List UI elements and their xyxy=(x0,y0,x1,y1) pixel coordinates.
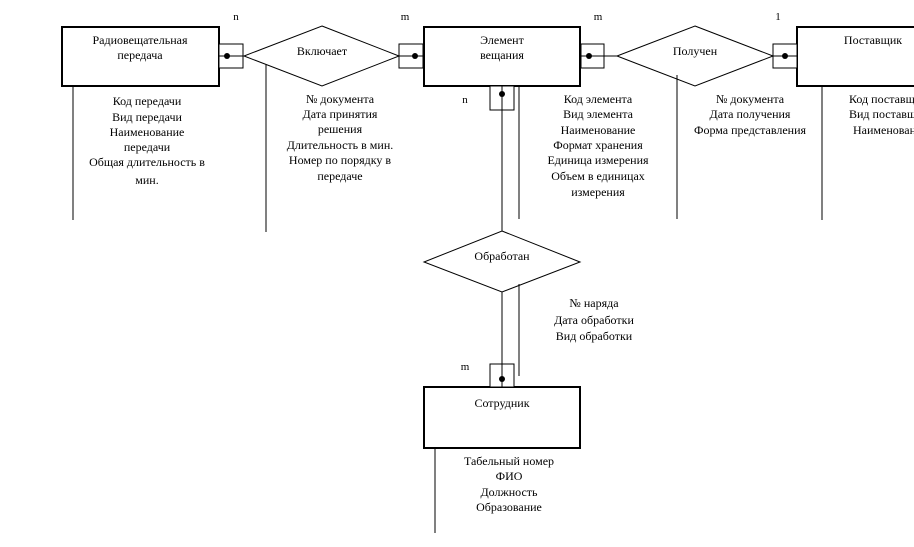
attribute-item: Длительность в мин. xyxy=(287,138,394,152)
attributes-element: Код элемента Вид элемента Наименование Ф… xyxy=(547,92,649,199)
cardinality-broadcast-includes: n xyxy=(233,11,239,23)
entity-supplier-title: Поставщик xyxy=(844,33,902,47)
attribute-item: Объем в единицах xyxy=(551,169,645,183)
attribute-item: Дата принятия xyxy=(303,107,378,121)
connector-dot xyxy=(499,91,505,97)
attribute-item: передачи xyxy=(124,140,171,154)
attributes-supplier: Код поставщика Вид поставщика Наименован… xyxy=(849,92,914,137)
connector-employee-processed xyxy=(489,292,515,388)
attribute-item: Форма представления xyxy=(694,123,807,137)
attribute-item: измерения xyxy=(571,185,625,199)
connector-supplier-received xyxy=(772,43,798,69)
entity-supplier: Поставщик xyxy=(796,26,914,87)
relationship-processed: Обработан xyxy=(422,230,582,293)
entity-broadcast-box xyxy=(61,26,220,87)
relationship-processed-label: Обработан xyxy=(474,249,530,263)
attribute-item: Вид поставщика xyxy=(849,107,914,121)
cardinality-element-includes: m xyxy=(401,11,410,23)
connector-dot xyxy=(586,53,592,59)
attributes-processed: № наряда Дата обработки Вид обработки xyxy=(554,296,634,343)
attribute-item: Наименование xyxy=(110,125,185,139)
entity-employee-title: Сотрудник xyxy=(474,396,529,410)
connector-element-processed xyxy=(489,85,515,231)
cardinality-element-received: m xyxy=(594,11,603,23)
attribute-item: Вид обработки xyxy=(556,329,633,343)
attribute-item: решения xyxy=(318,122,363,136)
connector-dot xyxy=(412,53,418,59)
attribute-item: Образование xyxy=(476,500,542,514)
entity-broadcast-title-line-1: Радиовещательная xyxy=(92,33,187,47)
connector-broadcast-includes xyxy=(218,43,244,69)
attributes-broadcast: Код передачи Вид передачи Наименование п… xyxy=(89,94,205,187)
attribute-item: № документа xyxy=(716,92,785,106)
attribute-item: Дата обработки xyxy=(554,313,634,327)
entity-element-title-line-2: вещания xyxy=(480,48,524,62)
attributes-includes: № документа Дата принятия решения Длител… xyxy=(287,92,394,183)
entity-element-box xyxy=(423,26,581,87)
connector-element-includes xyxy=(398,43,424,69)
attribute-item: Дата получения xyxy=(710,107,791,121)
cardinality-supplier-received: 1 xyxy=(775,11,781,23)
cardinality-labels: n m m 1 n m xyxy=(233,11,781,373)
connector-dot xyxy=(782,53,788,59)
attribute-item: Вид элемента xyxy=(563,107,634,121)
attribute-item: Формат хранения xyxy=(553,138,643,152)
attribute-item: № документа xyxy=(306,92,375,106)
relationship-includes-label: Включает xyxy=(297,44,348,58)
relationship-received-label: Получен xyxy=(673,44,718,58)
attributes-received: № документа Дата получения Форма предста… xyxy=(694,92,807,137)
cardinality-employee-processed: m xyxy=(461,361,470,373)
relationship-includes-diamond xyxy=(242,25,401,87)
entity-broadcast: Радиовещательная передача xyxy=(61,26,220,87)
entity-element-title-line-1: Элемент xyxy=(480,33,524,47)
entity-supplier-box xyxy=(796,26,914,87)
relationship-received-diamond xyxy=(615,25,775,87)
entity-element: Элемент вещания xyxy=(423,26,581,87)
attribute-item: Общая длительность в xyxy=(89,155,205,169)
attribute-item: Должность xyxy=(480,485,538,499)
attribute-leaders xyxy=(72,64,823,533)
cardinality-element-processed: n xyxy=(462,94,468,106)
attribute-item: Код поставщика xyxy=(849,92,914,106)
relationship-includes: Включает xyxy=(242,25,401,87)
attribute-item: Номер по порядку в xyxy=(289,153,391,167)
attributes-employee: Табельный номер ФИО Должность Образовани… xyxy=(464,454,554,514)
attribute-item: Вид передачи xyxy=(112,110,182,124)
attribute-item: передаче xyxy=(317,169,362,183)
relationship-received: Получен xyxy=(615,25,775,87)
attribute-item: Код передачи xyxy=(113,94,182,108)
connector-dot xyxy=(499,376,505,382)
attribute-item: Единица измерения xyxy=(547,153,649,167)
connector-element-received xyxy=(580,43,617,69)
attribute-item: Табельный номер xyxy=(464,454,554,468)
entity-broadcast-title-line-2: передача xyxy=(117,48,163,62)
attribute-item: мин. xyxy=(135,173,158,187)
attribute-item: № наряда xyxy=(569,296,619,310)
attribute-item: ФИО xyxy=(496,469,523,483)
attribute-item: Наименование xyxy=(561,123,636,137)
entity-employee: Сотрудник xyxy=(423,386,581,449)
connector-dot xyxy=(224,53,230,59)
attribute-item: Код элемента xyxy=(564,92,633,106)
attribute-item: Наименование xyxy=(853,123,914,137)
